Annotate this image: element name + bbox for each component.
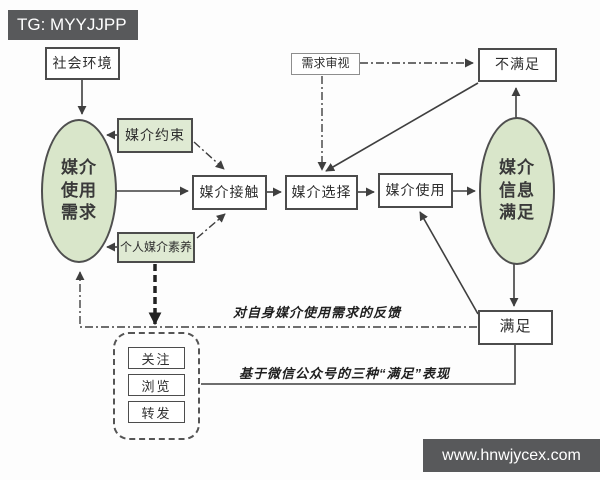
website-url-text: www.hnwjycex.com [442, 446, 581, 464]
node-media-selection-label: 媒介选择 [291, 183, 352, 200]
node-media-selection: 媒介选择 [285, 175, 358, 210]
node-browse-label: 浏览 [141, 378, 172, 394]
node-media-contact-label: 媒介接触 [199, 183, 260, 200]
node-media-contact: 媒介接触 [192, 175, 267, 210]
node-personal-media-literacy-label: 个人媒介素养 [119, 239, 192, 254]
node-media-info-satisfaction-label: 媒介信息满足 [499, 157, 535, 223]
edge-satisfied-feedback-to-media-use-need-dashdot [75, 271, 477, 328]
node-unsatisfied-label: 不满足 [495, 56, 540, 73]
watermark-text: TG: MYYJJPP [17, 15, 127, 34]
node-need-review: 需求审视 [291, 53, 360, 75]
edge-personal-media-literacy-to-media-contact-dashdot [196, 213, 226, 239]
edge-media-constraint-to-media-contact-dashdot [193, 141, 225, 170]
wechat-satisfaction-edge-label: 基于微信公众号的三种“满足”表现 [239, 366, 451, 381]
node-social-environment: 社会环境 [45, 47, 120, 80]
node-personal-media-literacy: 个人媒介素养 [117, 232, 195, 263]
node-media-constraint-label: 媒介约束 [125, 126, 185, 143]
node-repost-label: 转发 [141, 405, 172, 421]
node-media-use-need: 媒介使用需求 [41, 119, 117, 263]
edge-satisfied-to-behaviors-group [201, 345, 516, 385]
node-social-environment-label: 社会环境 [52, 54, 113, 71]
node-repost: 转发 [128, 401, 185, 423]
node-browse: 浏览 [128, 374, 185, 396]
node-satisfied-label: 满足 [499, 318, 532, 336]
feedback-edge-label: 对自身媒介使用需求的反馈 [233, 305, 402, 320]
watermark-banner: TG: MYYJJPP [8, 10, 138, 40]
node-unsatisfied: 不满足 [478, 48, 557, 82]
node-follow: 关注 [128, 347, 185, 369]
node-media-use: 媒介使用 [378, 173, 453, 208]
satisfaction-behaviors-group [113, 332, 200, 440]
website-banner: www.hnwjycex.com [423, 439, 600, 472]
node-satisfied: 满足 [478, 310, 553, 345]
node-media-use-need-label: 媒介使用需求 [61, 157, 97, 223]
node-media-use-label: 媒介使用 [385, 181, 446, 198]
edge-satisfied-to-media-use [419, 211, 479, 315]
node-follow-label: 关注 [141, 351, 172, 367]
node-media-constraint: 媒介约束 [117, 118, 193, 153]
node-media-info-satisfaction: 媒介信息满足 [479, 117, 555, 265]
node-need-review-label: 需求审视 [301, 56, 350, 71]
edge-unsatisfied-to-media-selection [325, 82, 479, 172]
